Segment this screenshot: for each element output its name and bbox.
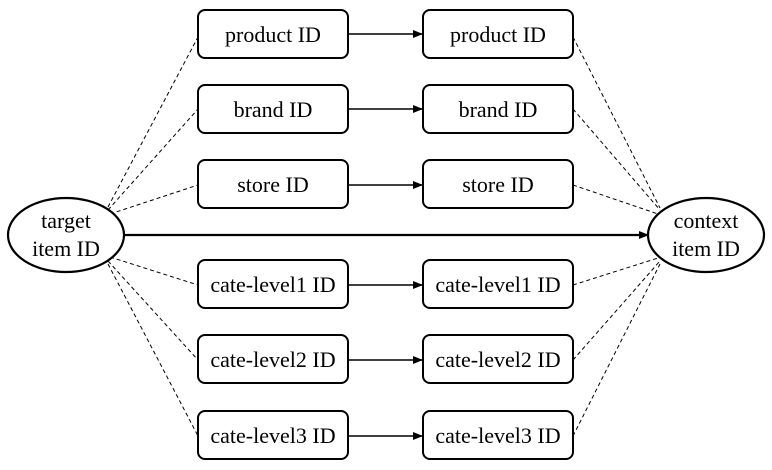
left-label-cate-level3: cate-level3 ID [210, 423, 335, 448]
left-label-store: store ID [237, 172, 308, 197]
right-box-cate-level1 [422, 259, 574, 309]
row-cate-level3: cate-level3 ID cate-level3 ID [197, 410, 574, 460]
context-item-node: context item ID [646, 196, 766, 274]
target-node-line2: item ID [32, 236, 100, 261]
dashed-link-row5-context [572, 260, 661, 361]
left-label-brand: brand ID [234, 97, 313, 122]
row-product: product ID product ID [197, 9, 574, 59]
left-label-product: product ID [225, 22, 321, 47]
row-cate-level1: cate-level1 ID cate-level1 ID [197, 259, 574, 309]
right-label-brand: brand ID [459, 97, 538, 122]
dashed-link-target-row6 [107, 263, 199, 437]
row-brand: brand ID brand ID [197, 84, 574, 134]
right-box-brand [422, 84, 574, 134]
right-box-cate-level3 [422, 410, 574, 460]
right-box-product [422, 9, 574, 59]
right-label-product: product ID [450, 22, 546, 47]
row-store: store ID store ID [197, 159, 574, 209]
context-node-line2: item ID [672, 236, 740, 261]
right-box-cate-level2 [422, 334, 574, 384]
left-box-store [197, 159, 349, 209]
dashed-connectors [107, 36, 661, 437]
row-cate-level2: cate-level2 ID cate-level2 ID [197, 334, 574, 384]
left-label-cate-level1: cate-level1 ID [210, 272, 335, 297]
left-box-cate-level1 [197, 259, 349, 309]
target-item-node: target item ID [6, 196, 126, 274]
left-label-cate-level2: cate-level2 ID [210, 347, 335, 372]
dashed-link-row6-context [572, 263, 661, 437]
dashed-link-row1-context [572, 36, 661, 209]
left-box-cate-level2 [197, 334, 349, 384]
dashed-link-target-row4 [109, 256, 199, 286]
dashed-link-target-row2 [107, 108, 199, 211]
dashed-link-target-row3 [109, 184, 199, 215]
right-box-store [422, 159, 574, 209]
dashed-link-row2-context [572, 108, 661, 211]
right-label-cate-level1: cate-level1 ID [435, 272, 560, 297]
dashed-link-target-row1 [107, 36, 199, 208]
left-box-cate-level3 [197, 410, 349, 460]
dashed-link-row4-context [572, 257, 659, 286]
right-label-cate-level2: cate-level2 ID [435, 347, 560, 372]
dashed-link-target-row5 [107, 260, 199, 361]
right-label-cate-level3: cate-level3 ID [435, 423, 560, 448]
target-node-line1: target [41, 208, 91, 233]
context-node-line1: context [674, 208, 739, 233]
dashed-link-row3-context [572, 184, 659, 215]
right-label-store: store ID [462, 172, 533, 197]
